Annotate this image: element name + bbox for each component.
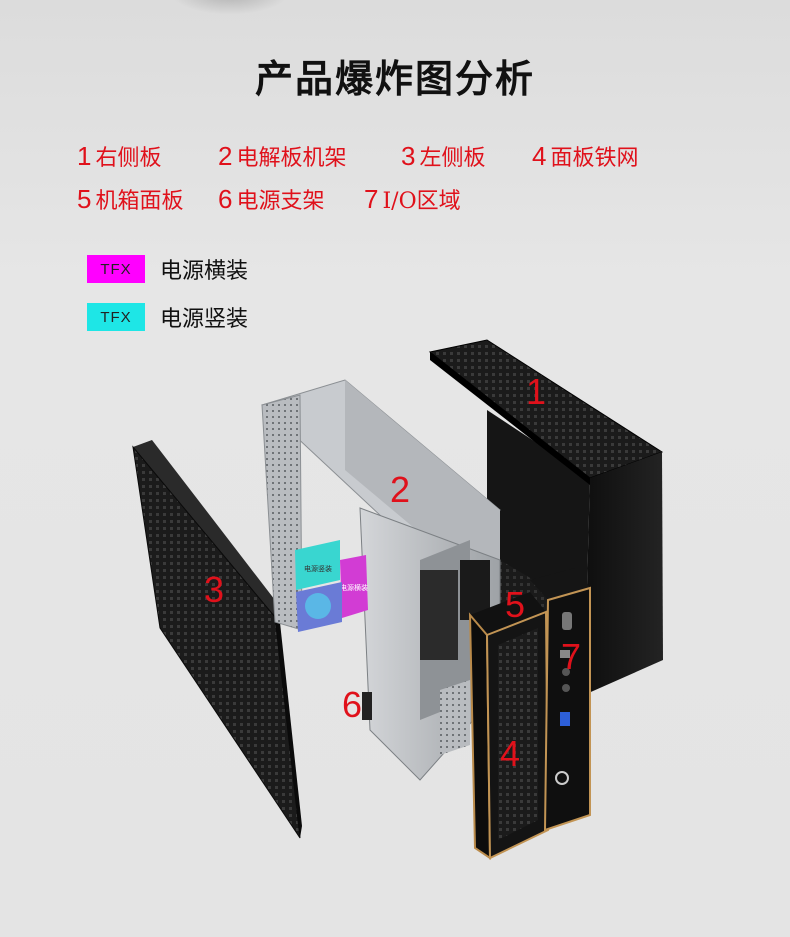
- legend-text-vertical: 电源竖装: [160, 307, 249, 332]
- psu-vertical-label: 电源竖装: [304, 564, 332, 573]
- callout-1: 1: [526, 371, 546, 412]
- psu-mount-diagram: 电源竖装 电源横装: [295, 540, 368, 632]
- callout-2: 2: [390, 469, 410, 510]
- usb-port-icon: [560, 650, 570, 658]
- callout-6: 6: [342, 684, 362, 725]
- front-io-panel: [530, 568, 591, 832]
- legend-horizontal: TFX 电源横装: [87, 253, 248, 285]
- callout-7: 7: [561, 636, 581, 677]
- audio-jack-icon: [562, 668, 570, 676]
- top-shadow: [170, 0, 290, 15]
- usb3-port-icon: [560, 712, 570, 726]
- callout-5: 5: [505, 584, 525, 625]
- legend-tag-cyan: TFX: [87, 303, 145, 331]
- callout-4: 4: [500, 733, 520, 774]
- front-panel-mesh: [468, 592, 550, 860]
- brand-logo-icon: [555, 771, 569, 785]
- left-side-panel: [132, 440, 302, 839]
- psu-bracket: [362, 692, 372, 720]
- legend-text-horizontal: 电源横装: [160, 259, 249, 284]
- mic-jack-icon: [562, 684, 570, 692]
- page-title: 产品爆炸图分析: [254, 56, 535, 101]
- legend-vertical: TFX 电源竖装: [87, 301, 248, 333]
- legend-tag-magenta: TFX: [87, 255, 145, 283]
- psu-horizontal-label: 电源横装: [340, 583, 368, 592]
- power-button-icon: [562, 612, 572, 630]
- callout-3: 3: [204, 569, 224, 610]
- silver-chassis: [261, 379, 501, 781]
